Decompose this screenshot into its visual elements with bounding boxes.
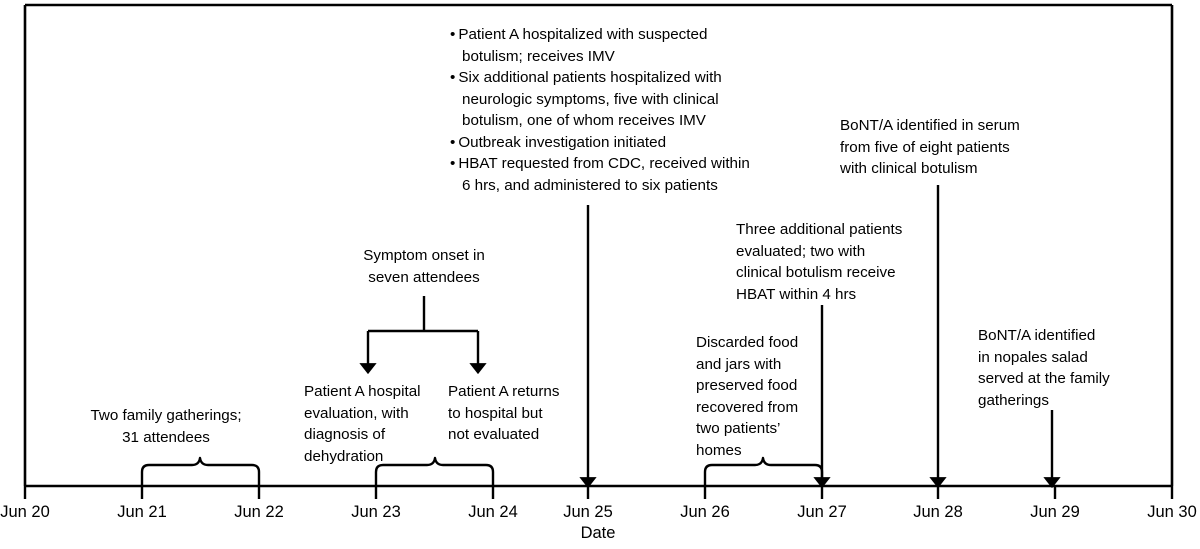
- tick-label-jun-24: Jun 24: [468, 503, 518, 521]
- annotation-symptom-onset: Symptom onset in seven attendees: [363, 247, 485, 286]
- brace-gatherings: [140, 456, 261, 487]
- date-axis: [23, 484, 1174, 499]
- annotation-hospital-evaluation: Patient A hospital evaluation, with diag…: [304, 383, 421, 465]
- annotation-bont-serum: BoNT/A identified in serum from five of …: [840, 117, 1020, 177]
- fork-symptom-onset: [359, 296, 487, 375]
- bullet-item-4-line-2: 6 hrs, and administered to six patients: [462, 176, 718, 194]
- brace-patient-a-visits: [374, 456, 495, 487]
- tick-label-jun-29: Jun 29: [1030, 503, 1080, 521]
- bullet-text: Patient A hospitalized with suspected: [458, 26, 708, 43]
- bullet-item-3: •Outbreak investigation initiated: [450, 132, 770, 154]
- bullet-marker: •: [450, 26, 459, 43]
- annotation-returns-to-hospital: Patient A returns to hospital but not ev…: [448, 383, 560, 443]
- bullet-item-4: •HBAT requested from CDC, received withi…: [450, 153, 770, 175]
- annotation-discarded-food: Discarded food and jars with preserved f…: [696, 334, 799, 459]
- tick-label-jun-21: Jun 21: [117, 503, 167, 521]
- tick-label-jun-23: Jun 23: [351, 503, 401, 521]
- bullet-item-1-line-2: botulism; receives IMV: [462, 47, 615, 65]
- tick-label-jun-22: Jun 22: [234, 503, 284, 521]
- tick-label-jun-25: Jun 25: [563, 503, 613, 521]
- tick-label-jun-27: Jun 27: [797, 503, 847, 521]
- annotation-three-additional-patients: Three additional patients evaluated; two…: [736, 221, 903, 303]
- annotation-gatherings: Two family gatherings; 31 attendees: [90, 407, 242, 446]
- tick-label-jun-30: Jun 30: [1147, 503, 1197, 521]
- bullet-item-2: •Six additional patients hospitalized wi…: [450, 67, 770, 89]
- bullet-marker: •: [450, 69, 459, 86]
- bullet-text: HBAT requested from CDC, received within: [458, 155, 750, 172]
- bullet-text: Six additional patients hospitalized wit…: [458, 69, 722, 86]
- bullet-marker: •: [450, 133, 459, 151]
- figure-border: [23, 3, 1174, 486]
- bullet-text: Outbreak investigation initiated: [458, 133, 667, 151]
- annotation-bont-nopales: BoNT/A identified in nopales salad serve…: [978, 327, 1110, 409]
- tick-label-jun-26: Jun 26: [680, 503, 730, 521]
- bullet-item-2-line-3: botulism, one of whom receives IMV: [462, 112, 706, 129]
- bullet-item-1: •Patient A hospitalized with suspected: [450, 24, 770, 46]
- bullet-marker: •: [450, 155, 459, 172]
- annotation-jun25-bullets: •Patient A hospitalized with suspected b…: [450, 24, 770, 196]
- brace-discarded-food: [703, 456, 824, 487]
- axis-title-date: Date: [580, 524, 616, 542]
- bullet-item-2-line-2: neurologic symptoms, five with clinical: [462, 90, 719, 108]
- tick-label-jun-20: Jun 20: [0, 503, 50, 521]
- tick-label-jun-28: Jun 28: [913, 503, 963, 521]
